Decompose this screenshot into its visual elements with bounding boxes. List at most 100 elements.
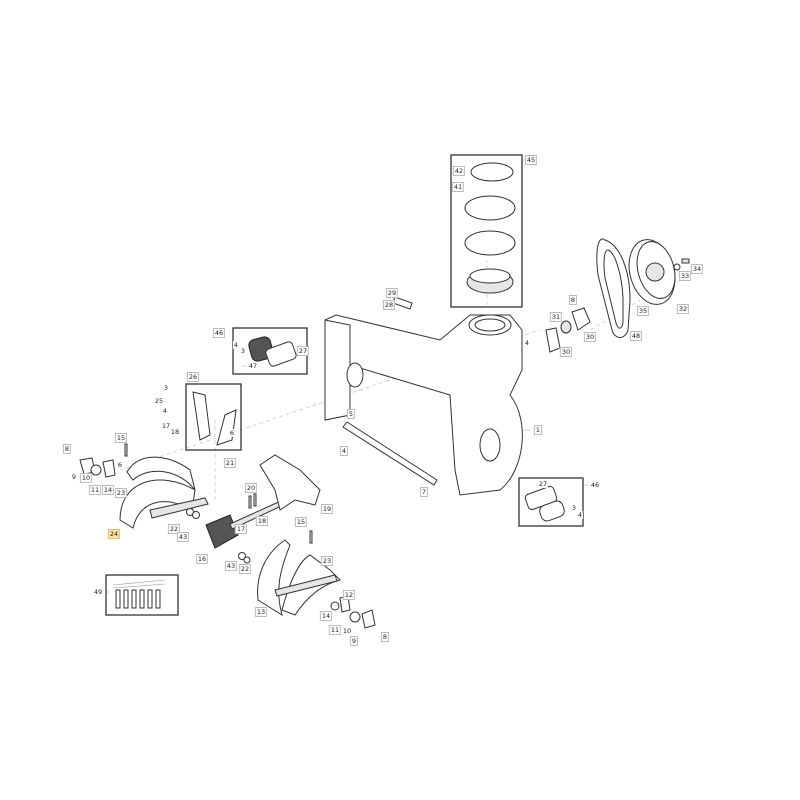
callout-8[interactable]: 8 [568,295,578,305]
callout-46[interactable]: 46 [212,328,226,338]
callout-4[interactable]: 4 [576,511,584,519]
auger-shaft [274,574,338,597]
bearing-31 [560,320,572,334]
callout-26[interactable]: 26 [186,372,200,382]
bearing-flange-11 [102,459,116,478]
callout-28[interactable]: 28 [382,300,396,310]
callout-27[interactable]: 27 [296,346,310,356]
callout-24-highlighted[interactable]: 24 [107,529,121,539]
callout-14[interactable]: 14 [319,611,333,621]
callout-11[interactable]: 11 [328,625,342,635]
bushing-14 [330,601,340,611]
callout-43[interactable]: 43 [176,532,190,542]
callout-5[interactable]: 5 [346,409,356,419]
callout-8[interactable]: 8 [62,444,72,454]
kit-box-47 [185,383,242,451]
callout-22[interactable]: 22 [238,564,252,574]
callout-6[interactable]: 6 [116,461,124,469]
callout-4[interactable]: 4 [523,339,531,347]
pulley-hub [645,262,665,282]
callout-6[interactable]: 6 [228,429,236,437]
auger-flight-24 [119,479,196,529]
bolt-20 [253,493,257,507]
callout-23[interactable]: 23 [320,556,334,566]
callout-18[interactable]: 18 [169,428,181,436]
bolt-15 [309,530,313,544]
bearing-flange-30 [571,307,591,331]
callout-46[interactable]: 46 [589,481,601,489]
callout-29[interactable]: 29 [385,288,399,298]
bearing-flange-30 [545,327,561,353]
callout-47[interactable]: 47 [247,362,259,370]
flange-plate [464,230,516,256]
callout-25[interactable]: 25 [153,397,165,405]
callout-23[interactable]: 23 [114,488,128,498]
callout-22[interactable]: 22 [167,524,181,534]
callout-7[interactable]: 7 [419,487,429,497]
callout-8[interactable]: 8 [380,632,390,642]
callout-3[interactable]: 3 [239,347,247,355]
assembly-axis-line [119,329,541,471]
callout-3[interactable]: 3 [162,384,170,392]
bolt-20 [248,495,252,509]
washer-33 [673,263,681,271]
callout-32[interactable]: 32 [676,304,690,314]
callout-20[interactable]: 20 [244,483,258,493]
callout-43[interactable]: 43 [224,561,238,571]
pin-29 [392,296,413,310]
callout-45[interactable]: 45 [524,155,538,165]
bracket [216,409,237,446]
callout-18[interactable]: 18 [255,516,269,526]
callout-33[interactable]: 33 [678,271,692,281]
callout-4[interactable]: 4 [232,341,240,349]
callout-4[interactable]: 4 [339,446,349,456]
callout-30[interactable]: 30 [559,347,573,357]
callout-12[interactable]: 12 [342,590,356,600]
belt-inner [603,249,624,329]
leader-lines [105,159,588,593]
callout-48[interactable]: 48 [629,331,643,341]
callout-17[interactable]: 17 [160,422,172,430]
callout-10[interactable]: 10 [341,627,353,635]
flange-plate [464,195,516,221]
callout-13[interactable]: 13 [254,607,268,617]
callout-4[interactable]: 4 [161,407,169,415]
auger-flight-13 [257,539,291,617]
housing-bearing-hole [346,362,364,388]
callout-19[interactable]: 19 [320,504,334,514]
callout-34[interactable]: 34 [690,264,704,274]
auger-housing-1 [324,314,523,496]
callout-27[interactable]: 27 [537,480,549,488]
callout-3[interactable]: 3 [570,504,578,512]
callout-30[interactable]: 30 [583,332,597,342]
callout-41[interactable]: 41 [451,182,465,192]
impeller-19 [259,454,321,511]
callout-35[interactable]: 35 [636,306,650,316]
callout-10[interactable]: 10 [79,473,93,483]
callout-9[interactable]: 9 [70,473,78,481]
callout-31[interactable]: 31 [549,312,563,322]
callout-16[interactable]: 16 [195,554,209,564]
bolt-15 [124,443,128,457]
washer-22 [243,556,251,564]
callout-1[interactable]: 1 [533,425,543,435]
callout-21[interactable]: 21 [223,458,237,468]
callout-9[interactable]: 9 [349,636,359,646]
callout-42[interactable]: 42 [452,166,466,176]
callout-11[interactable]: 11 [88,485,102,495]
callout-15[interactable]: 15 [114,433,128,443]
callout-15[interactable]: 15 [294,517,308,527]
callout-14[interactable]: 14 [101,485,115,495]
callout-17[interactable]: 17 [234,524,248,534]
bracket-26 [192,391,211,441]
shave-plate-7 [342,421,438,486]
bearing-10 [90,464,102,476]
kit-box-46 [518,477,584,527]
gasket-42 [470,162,514,182]
bearing-10 [349,611,361,623]
kit-box-45 [450,154,523,308]
callout-49[interactable]: 49 [92,588,104,596]
auger-shaft [149,497,209,519]
